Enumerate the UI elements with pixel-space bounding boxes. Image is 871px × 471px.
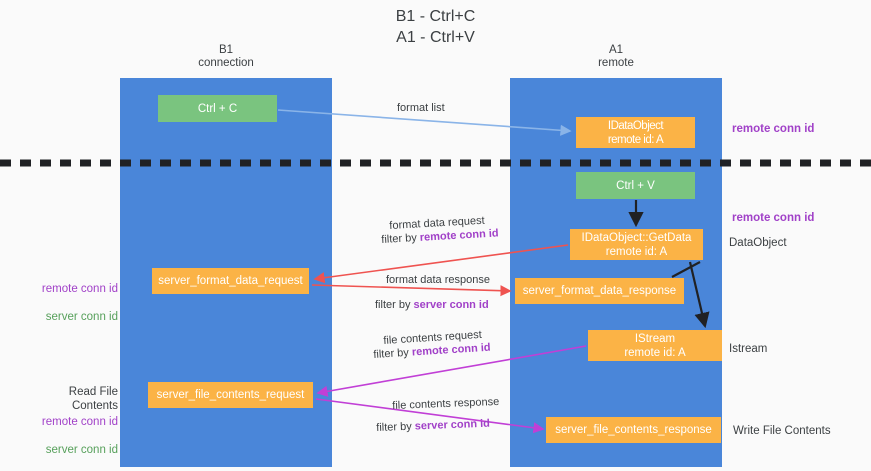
flow-label-filter-server-conn-id-1: filter by server conn id bbox=[375, 298, 489, 312]
annotation-remote-conn-id-mid: remote conn id bbox=[732, 212, 815, 224]
annotation-left-conn-ids-2: remote conn id server conn id bbox=[18, 401, 118, 471]
swimlane-header-a1: A1 remote bbox=[598, 44, 634, 69]
node-idataobject-getdata[interactable]: IDataObject::GetData remote id: A bbox=[570, 229, 703, 260]
swimlane-header-b1: B1 connection bbox=[198, 44, 254, 69]
node-ctrl-c[interactable]: Ctrl + C bbox=[158, 95, 277, 122]
flow-label-format-data-response: format data response bbox=[386, 274, 490, 286]
annotation-istream: Istream bbox=[729, 343, 768, 355]
page-title: B1 - Ctrl+C A1 - Ctrl+V bbox=[395, 8, 476, 46]
filter-prefix: filter by bbox=[373, 346, 413, 361]
annotation-left-server-conn-id-2: server conn id bbox=[45, 444, 118, 456]
annotation-remote-conn-id-top: remote conn id bbox=[732, 123, 815, 135]
annotation-left-remote-conn-id-1: remote conn id bbox=[41, 283, 118, 295]
filter-prefix: filter by bbox=[381, 231, 421, 246]
annotation-left-remote-conn-id-2: remote conn id bbox=[41, 416, 118, 428]
node-server-format-data-response[interactable]: server_format_data_response bbox=[515, 278, 684, 304]
connector-response-to-istream bbox=[671, 261, 701, 278]
node-idataobject[interactable]: IDataObject remote id: A bbox=[576, 117, 695, 148]
annotation-left-conn-ids-1: remote conn id server conn id bbox=[18, 268, 118, 338]
node-server-format-data-request[interactable]: server_format_data_request bbox=[152, 268, 309, 294]
connector-getdata-to-istream bbox=[688, 261, 710, 329]
filter-prefix: filter by bbox=[375, 299, 414, 311]
filter-key: server conn id bbox=[414, 417, 491, 433]
connector-file-contents-request bbox=[316, 345, 587, 397]
connector-format-list bbox=[277, 109, 572, 136]
connector-format-data-response bbox=[311, 284, 512, 297]
node-ctrl-v[interactable]: Ctrl + V bbox=[576, 172, 695, 199]
flow-label-format-list: format list bbox=[397, 102, 445, 114]
node-server-file-contents-response[interactable]: server_file_contents_response bbox=[546, 417, 721, 443]
connector-format-data-request bbox=[313, 244, 569, 284]
annotation-left-server-conn-id-1: server conn id bbox=[45, 311, 118, 323]
filter-key: server conn id bbox=[413, 299, 489, 311]
connector-file-contents-response bbox=[315, 398, 545, 434]
node-server-file-contents-request[interactable]: server_file_contents_request bbox=[148, 382, 313, 408]
annotation-write-file-contents: Write File Contents bbox=[733, 425, 831, 437]
node-istream[interactable]: IStream remote id: A bbox=[588, 330, 722, 361]
annotation-dataobject: DataObject bbox=[729, 237, 787, 249]
annotation-read-file-contents: Read File Contents bbox=[68, 386, 118, 412]
filter-prefix: filter by bbox=[376, 420, 415, 434]
